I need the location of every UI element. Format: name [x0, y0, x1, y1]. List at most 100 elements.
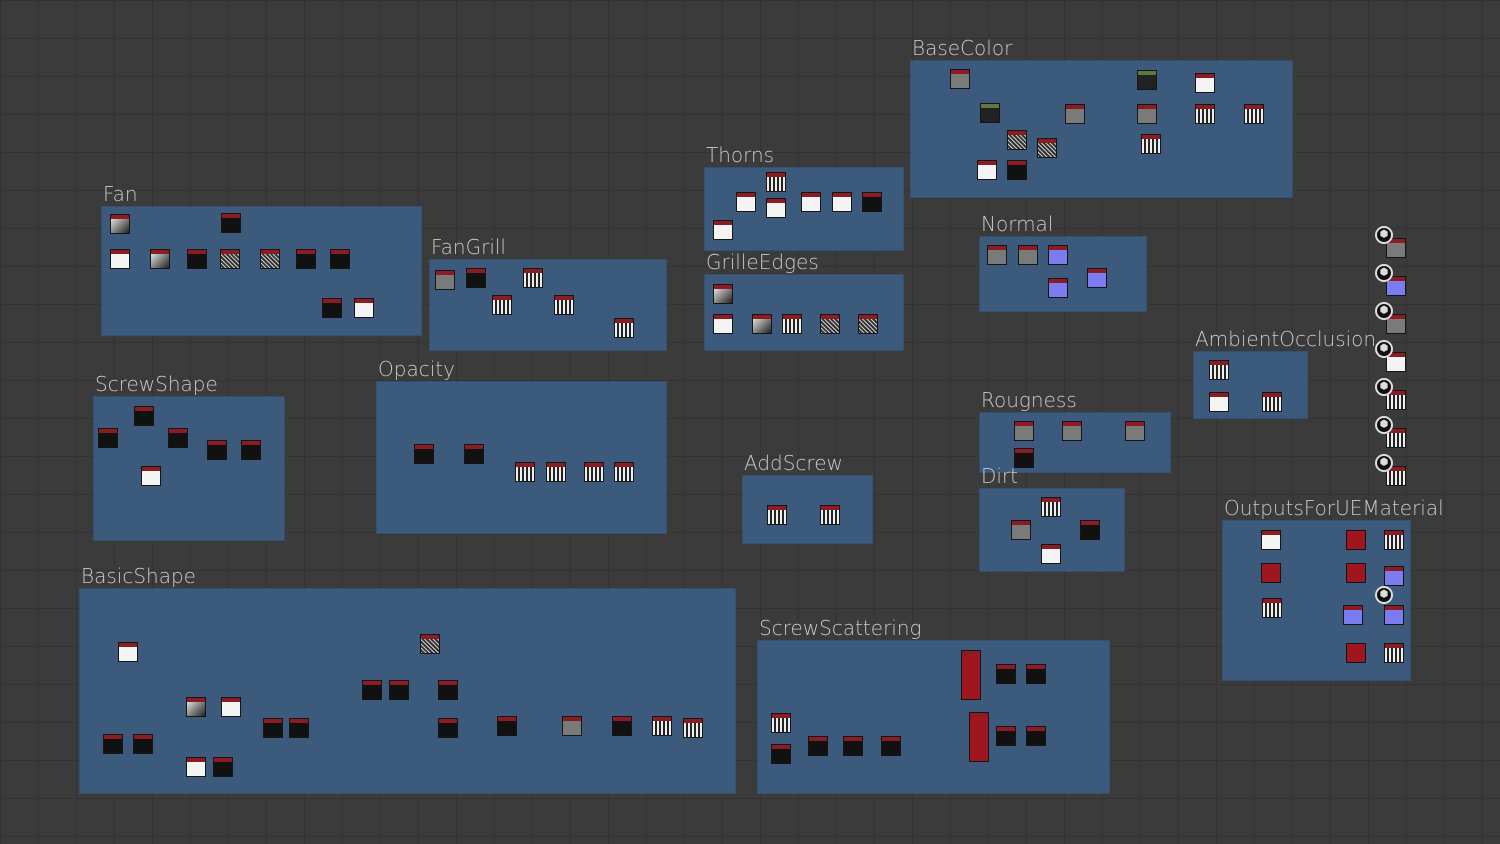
graph-node[interactable]	[801, 192, 821, 212]
graph-node[interactable]	[438, 718, 458, 738]
graph-node[interactable]	[996, 726, 1016, 746]
graph-node[interactable]	[969, 712, 989, 762]
graph-node[interactable]	[1209, 392, 1229, 412]
graph-node[interactable]	[562, 716, 582, 736]
graph-node[interactable]	[187, 249, 207, 269]
graph-node[interactable]	[546, 462, 566, 482]
graph-node[interactable]	[1137, 70, 1157, 90]
graph-node[interactable]	[110, 249, 130, 269]
graph-node[interactable]	[296, 249, 316, 269]
frame-addscrew[interactable]	[743, 476, 872, 543]
graph-node[interactable]	[1261, 563, 1281, 583]
graph-node[interactable]	[843, 736, 863, 756]
graph-node[interactable]	[362, 680, 382, 700]
graph-node[interactable]	[987, 245, 1007, 265]
graph-node[interactable]	[221, 697, 241, 717]
graph-node[interactable]	[584, 462, 604, 482]
graph-node[interactable]	[1041, 544, 1061, 564]
graph-node[interactable]	[1026, 664, 1046, 684]
output-node[interactable]	[1386, 276, 1406, 296]
graph-node[interactable]	[713, 314, 733, 334]
graph-node[interactable]	[141, 466, 161, 486]
graph-node[interactable]	[1384, 566, 1404, 586]
graph-node[interactable]	[752, 314, 772, 334]
graph-node[interactable]	[713, 220, 733, 240]
graph-node[interactable]	[1026, 726, 1046, 746]
graph-node[interactable]	[186, 697, 206, 717]
frame-screwshape[interactable]	[94, 397, 284, 540]
graph-node[interactable]	[241, 440, 261, 460]
graph-node[interactable]	[420, 634, 440, 654]
graph-node[interactable]	[1018, 245, 1038, 265]
graph-node[interactable]	[614, 462, 634, 482]
output-node[interactable]	[1386, 238, 1406, 258]
graph-node[interactable]	[414, 444, 434, 464]
output-node[interactable]	[1386, 314, 1406, 334]
graph-node[interactable]	[492, 295, 512, 315]
graph-node[interactable]	[1007, 130, 1027, 150]
graph-node[interactable]	[150, 249, 170, 269]
graph-node[interactable]	[1011, 520, 1031, 540]
graph-node[interactable]	[950, 69, 970, 89]
graph-node[interactable]	[1343, 605, 1363, 625]
output-node[interactable]	[1386, 428, 1406, 448]
graph-node[interactable]	[263, 718, 283, 738]
graph-node[interactable]	[736, 192, 756, 212]
graph-node[interactable]	[466, 268, 486, 288]
graph-node[interactable]	[515, 462, 535, 482]
graph-node[interactable]	[354, 298, 374, 318]
graph-node[interactable]	[1384, 643, 1404, 663]
graph-node[interactable]	[862, 192, 882, 212]
graph-node[interactable]	[1125, 421, 1145, 441]
graph-node[interactable]	[1346, 563, 1366, 583]
graph-node[interactable]	[1262, 392, 1282, 412]
graph-node[interactable]	[652, 716, 672, 736]
graph-node[interactable]	[1346, 530, 1366, 550]
graph-node[interactable]	[1080, 520, 1100, 540]
graph-node[interactable]	[771, 744, 791, 764]
graph-node[interactable]	[554, 295, 574, 315]
graph-node[interactable]	[168, 428, 188, 448]
graph-node[interactable]	[289, 718, 309, 738]
graph-node[interactable]	[1262, 598, 1282, 618]
graph-node[interactable]	[808, 736, 828, 756]
graph-node[interactable]	[110, 214, 130, 234]
graph-node[interactable]	[221, 213, 241, 233]
graph-node[interactable]	[881, 736, 901, 756]
graph-node[interactable]	[186, 757, 206, 777]
graph-node[interactable]	[713, 284, 733, 304]
graph-node[interactable]	[961, 650, 981, 700]
graph-node[interactable]	[1014, 448, 1034, 468]
frame-screwscattering[interactable]	[758, 641, 1109, 793]
graph-node[interactable]	[118, 642, 138, 662]
graph-node[interactable]	[1137, 104, 1157, 124]
frame-basecolor[interactable]	[911, 61, 1292, 197]
graph-node[interactable]	[1261, 530, 1281, 550]
graph-node[interactable]	[1195, 73, 1215, 93]
graph-node[interactable]	[1007, 160, 1027, 180]
graph-node[interactable]	[766, 172, 786, 192]
frame-grilleedges[interactable]	[705, 275, 903, 350]
graph-node[interactable]	[771, 713, 791, 733]
graph-node[interactable]	[1384, 530, 1404, 550]
graph-node[interactable]	[1141, 134, 1161, 154]
graph-node[interactable]	[435, 270, 455, 290]
graph-node[interactable]	[1037, 138, 1057, 158]
graph-node[interactable]	[1384, 605, 1404, 625]
graph-node[interactable]	[497, 716, 517, 736]
output-node[interactable]	[1386, 466, 1406, 486]
graph-node[interactable]	[1065, 104, 1085, 124]
graph-node[interactable]	[996, 664, 1016, 684]
graph-node[interactable]	[1048, 245, 1068, 265]
graph-node[interactable]	[782, 314, 802, 334]
graph-node[interactable]	[98, 428, 118, 448]
graph-node[interactable]	[322, 298, 342, 318]
graph-node[interactable]	[1346, 643, 1366, 663]
graph-node[interactable]	[103, 734, 123, 754]
graph-node[interactable]	[766, 198, 786, 218]
graph-node[interactable]	[977, 160, 997, 180]
graph-node[interactable]	[1014, 421, 1034, 441]
graph-node[interactable]	[389, 680, 409, 700]
graph-node[interactable]	[133, 734, 153, 754]
graph-node[interactable]	[614, 318, 634, 338]
